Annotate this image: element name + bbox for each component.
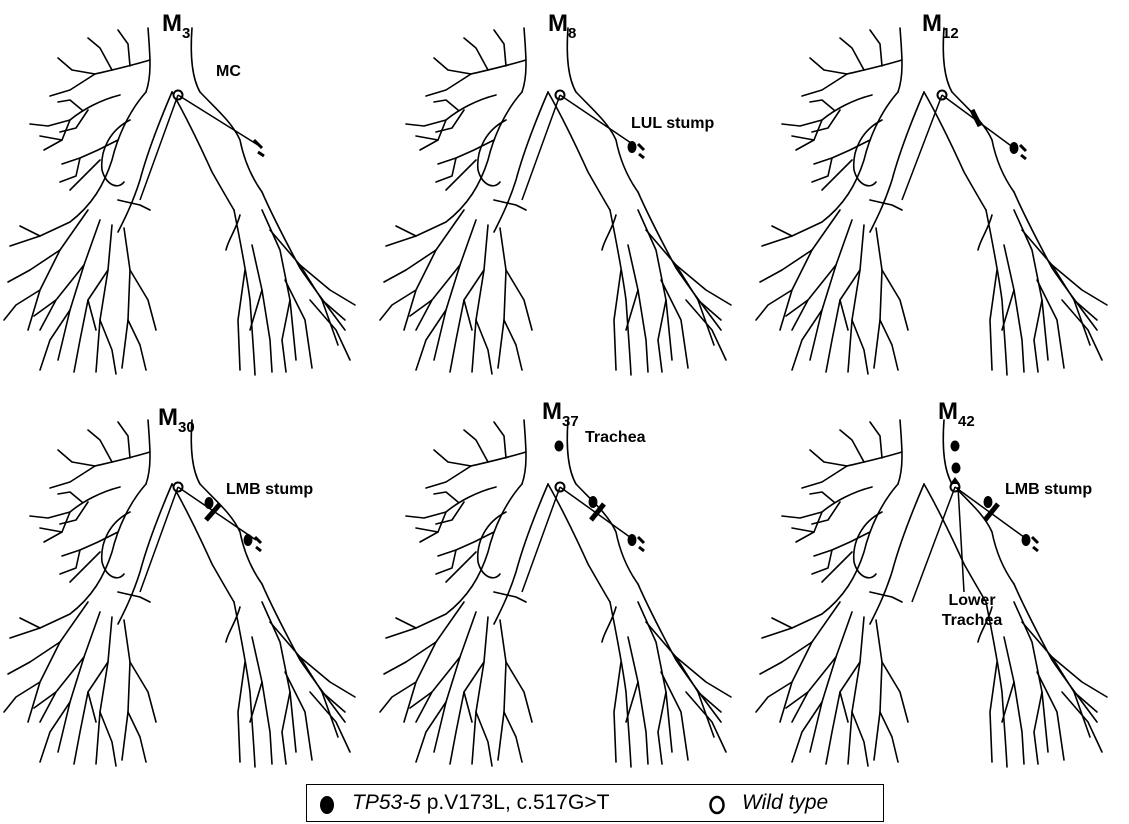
panel-title: M37 [542, 398, 579, 430]
pointer-arrowhead [950, 477, 960, 484]
label-lul-stump: LUL stump [631, 115, 714, 133]
mutant-marker [1022, 534, 1031, 546]
stump-dash-mark [1020, 145, 1026, 159]
airway-tree-diagram [752, 0, 1128, 392]
stump-dash-mark [638, 537, 644, 551]
panel-title: M42 [938, 398, 975, 430]
mutant-marker [205, 497, 214, 509]
label-trachea: Trachea [585, 429, 645, 447]
label-lmb-stump: LMB stump [1005, 481, 1092, 499]
pointer-arrow [958, 487, 964, 592]
panel-m30: M30 LMB stump [0, 392, 376, 784]
panel-m3: M3 MC [0, 0, 376, 392]
label-lower-trachea: Lower Trachea [932, 591, 1012, 631]
panel-m12: M12 [752, 0, 1128, 392]
panel-m42: M42 LMB stump Lower Trachea [752, 392, 1128, 784]
mutant-marker [952, 463, 961, 474]
panel-title: M3 [162, 10, 190, 42]
legend-mutant-gene: TP53-5 [352, 791, 421, 814]
mutant-marker [589, 496, 598, 508]
mutant-marker [628, 141, 637, 153]
airway-tree-diagram [752, 392, 1128, 784]
stump-dash-mark [1032, 537, 1038, 551]
legend: TP53-5 p.V173L, c.517G>T Wild type [306, 784, 884, 822]
label-mc: MC [216, 63, 241, 81]
mutant-legend-icon [317, 794, 337, 816]
airway-tree-diagram [0, 0, 376, 392]
label-lmb-stump: LMB stump [226, 481, 313, 499]
mutant-marker [555, 441, 564, 452]
panel-title: M12 [922, 10, 959, 42]
wild-type-legend-icon [707, 794, 727, 816]
stump-dash-mark [254, 140, 264, 156]
airway-tree-diagram [376, 0, 752, 392]
mutant-marker [628, 534, 637, 546]
legend-wild-type-label: Wild type [742, 791, 828, 815]
airway-tree-diagram [376, 392, 752, 784]
panel-title: M8 [548, 10, 576, 42]
stump-dash-mark [255, 537, 261, 551]
legend-mutant-label: TP53-5 p.V173L, c.517G>T [352, 791, 609, 815]
mutant-marker [951, 441, 960, 452]
mutant-marker [984, 496, 993, 508]
airway-tree-diagram [0, 392, 376, 784]
legend-mutant-variant: p.V173L, c.517G>T [421, 791, 610, 814]
panel-m37: M37 Trachea [376, 392, 752, 784]
stump-dash-mark [638, 144, 644, 158]
mutant-marker [1010, 142, 1019, 154]
panel-title: M30 [158, 404, 195, 436]
panel-m8: M8 LUL stump [376, 0, 752, 392]
mutant-marker [244, 534, 253, 546]
